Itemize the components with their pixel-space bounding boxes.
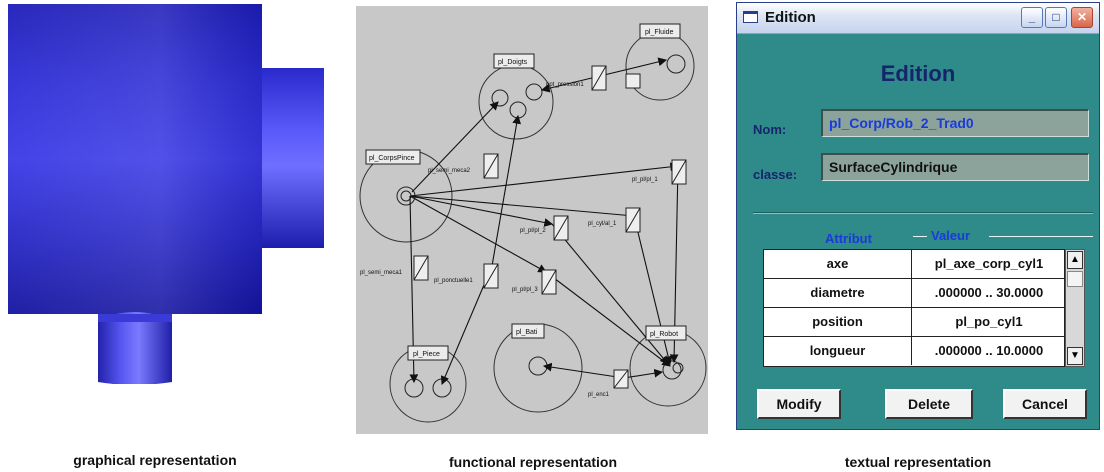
edge-pression-fluide (599, 57, 668, 77)
minimize-icon[interactable]: _ (1021, 7, 1043, 28)
edge-ponctuelle-doigts (491, 114, 522, 267)
graphical-representation-render (8, 4, 324, 385)
fluide-label: pl_Fluide (645, 29, 674, 36)
fluide-label-box (639, 23, 681, 39)
edge-corpspince-pl-pl-2 (409, 195, 554, 227)
nom-field[interactable]: pl_Corp/Rob_2_Trad0 (821, 109, 1089, 137)
attribute-table: axe pl_axe_corp_cyl1 diametre .000000 ..… (763, 249, 1065, 367)
bati-label: pl_Bati (516, 329, 538, 336)
link-box-pression-small[interactable] (625, 73, 641, 89)
valeur-column-header: Valeur (931, 228, 971, 243)
window-icon (743, 11, 758, 23)
doigts-label: pl_Doigts (498, 59, 528, 66)
close-icon[interactable]: ✕ (1071, 7, 1093, 28)
table-row[interactable]: diametre .000000 .. 30.0000 (764, 279, 1064, 308)
edge-pression-doigts (540, 75, 601, 93)
graphical-caption: graphical representation (73, 452, 237, 468)
edition-dialog: Edition _ □ ✕ Edition Nom: pl_Corp/Rob_2… (736, 2, 1100, 430)
pl-pl-3-link-label: pl_pl/pl_3 (512, 287, 538, 293)
cancel-button[interactable]: Cancel (1003, 389, 1087, 419)
edge-enc-bati (542, 362, 625, 379)
pl-pl-2-link-label: pl_pl/pl_2 (520, 228, 546, 234)
fluide-node-circle[interactable] (625, 31, 695, 101)
semi-meca1-link-label: pl_semi_meca1 (360, 270, 403, 276)
classe-label: classe: (753, 167, 798, 182)
robot-port-2 (672, 362, 684, 374)
window-title: Edition (765, 9, 816, 26)
edge-corpspince-doigts (411, 101, 499, 193)
dialog-titlebar[interactable]: Edition _ □ ✕ (737, 3, 1099, 34)
modify-button[interactable]: Modify (757, 389, 841, 419)
edge-pl-pl-3-robot (545, 271, 671, 367)
edge-enc-robot (623, 368, 664, 379)
doigts-port-2 (525, 83, 543, 101)
textual-caption: textual representation (844, 454, 992, 470)
robot-node-circle[interactable] (629, 329, 707, 407)
bati-label-box (511, 323, 545, 339)
functional-caption: functional representation (448, 454, 618, 470)
edge-cyl-al-1-robot (633, 215, 673, 366)
attribute-value-cell[interactable]: .000000 .. 30.0000 (934, 285, 1044, 300)
ponctuelle-link-label: pl_ponctuelle1 (434, 278, 473, 284)
edge-corpspince-pl-pl-3 (409, 195, 547, 273)
section-divider (753, 212, 1093, 214)
classe-field[interactable]: SurfaceCylindrique (821, 153, 1089, 181)
attribute-value-cell[interactable]: .000000 .. 10.0000 (934, 343, 1044, 358)
piece-label: pl_Piece (413, 351, 440, 358)
edge-pl-pl-2-robot (551, 223, 669, 365)
doigts-port-3 (509, 101, 527, 119)
doigts-port-1 (491, 89, 509, 107)
fluide-port (666, 54, 686, 74)
corpspince-port-inner (400, 190, 412, 202)
attribute-value-cell[interactable]: pl_po_cyl1 (955, 314, 1023, 329)
piece-label-box (407, 345, 449, 361)
valeur-group-line-right (989, 236, 1093, 237)
table-row[interactable]: position pl_po_cyl1 (764, 308, 1064, 337)
attribute-name-cell: diametre (764, 279, 912, 307)
attribute-value-cell[interactable]: pl_axe_corp_cyl1 (934, 256, 1044, 271)
cyl-al-1-link-label: pl_cyl/al_1 (588, 221, 617, 227)
attribute-name-cell: axe (764, 250, 912, 278)
table-row[interactable]: longueur .000000 .. 10.0000 (764, 337, 1064, 366)
table-row[interactable]: axe pl_axe_corp_cyl1 (764, 250, 1064, 279)
cylinder-model-image (8, 4, 324, 385)
valeur-group-line-left (913, 236, 927, 237)
table-scrollbar[interactable]: ▲ ▼ (1065, 249, 1085, 367)
scroll-up-icon[interactable]: ▲ (1067, 251, 1083, 269)
edge-corpspince-cyl-al-1 (409, 195, 636, 220)
functional-diagram: pl_Fluide pl_Doigts pl_CorpsPince pl_Pie… (356, 6, 708, 434)
pl-pl-1-link-label: pl_pl/pl_1 (632, 177, 658, 183)
scroll-thumb[interactable] (1067, 271, 1083, 287)
attribute-name-cell: position (764, 308, 912, 336)
pression-link-label: ppt_pression1 (546, 82, 584, 88)
scroll-down-icon[interactable]: ▼ (1067, 347, 1083, 365)
corpspince-label-box (365, 149, 421, 165)
attribut-column-header: Attribut (825, 231, 872, 246)
semi-meca2-link-label: pl_semi_meca2 (428, 168, 471, 174)
nom-label: Nom: (753, 122, 787, 137)
robot-port-1 (662, 360, 682, 380)
edge-corpspince-pl-pl-1 (409, 162, 680, 197)
dialog-heading: Edition (880, 61, 956, 86)
robot-label-box (645, 325, 687, 341)
doigts-label-box (493, 53, 535, 69)
piece-port-2 (432, 378, 452, 398)
corpspince-label: pl_CorpsPince (369, 155, 415, 162)
enc1-link-label: pl_enc1 (588, 392, 610, 398)
robot-label: pl_Robot (650, 331, 678, 338)
maximize-icon[interactable]: □ (1045, 7, 1067, 28)
delete-button[interactable]: Delete (885, 389, 973, 419)
attribute-name-cell: longueur (764, 337, 912, 365)
